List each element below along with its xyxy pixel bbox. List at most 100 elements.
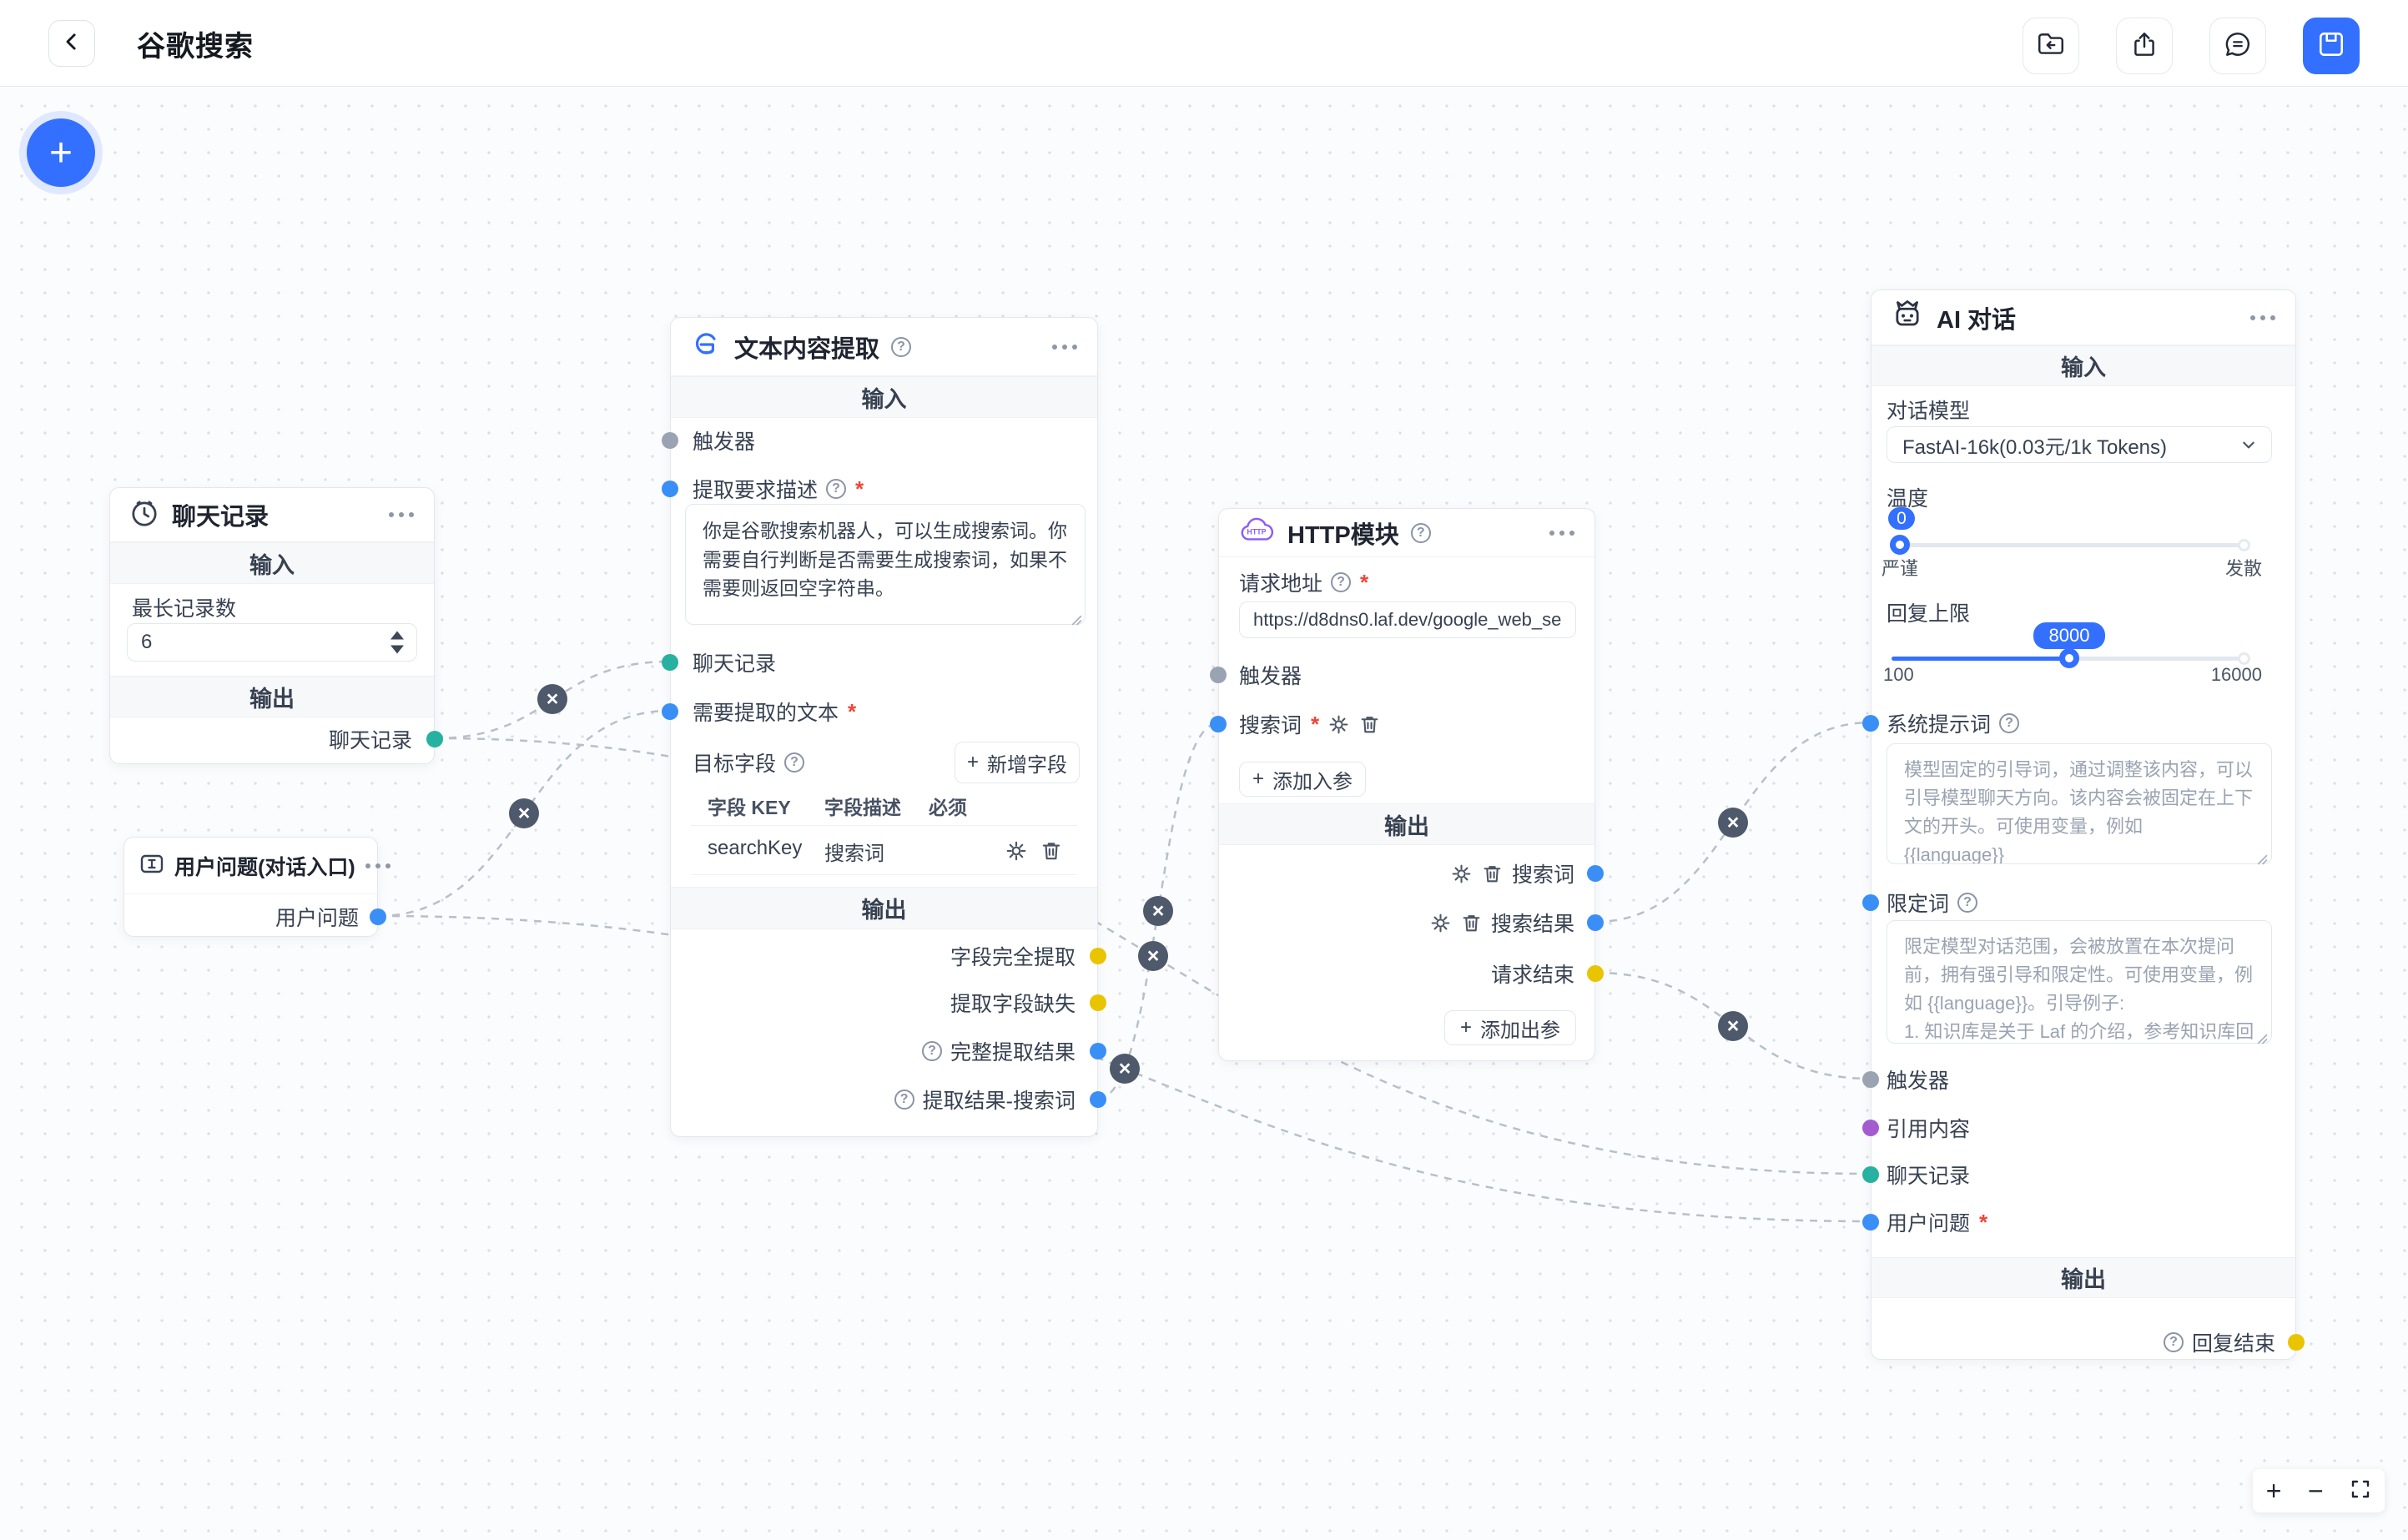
node-header[interactable]: AI 对话 [1871,290,2295,345]
node-header[interactable]: 用户问题(对话入口) [124,838,390,894]
output-port-search-result[interactable] [1587,914,1604,931]
feedback-button[interactable] [2209,18,2266,74]
node-text-extract[interactable]: 文本内容提取 ? 输入 触发器 提取要求描述 ? * 你是谷歌搜索机器人，可以生… [662,317,1106,1137]
export-button[interactable] [2116,18,2173,74]
help-icon[interactable]: ? [894,1090,914,1110]
node-header[interactable]: 文本内容提取 ? [671,318,1097,376]
input-port-chat-history[interactable] [662,654,678,671]
help-icon[interactable]: ? [921,1041,942,1061]
delete-edge-button[interactable]: × [537,684,567,714]
add-output-param-button[interactable]: + 添加出参 [1444,1010,1576,1045]
trash-icon[interactable] [1358,713,1381,736]
more-icon[interactable] [364,858,392,873]
help-icon[interactable]: ? [1410,522,1431,543]
output-port-chat-history[interactable] [426,731,443,747]
max-records-input[interactable] [127,623,417,662]
col-desc: 字段描述 [824,797,901,818]
node-header[interactable]: HTTP HTTP模块 ? [1219,509,1594,557]
resize-handle-icon[interactable] [2255,1032,2268,1355]
edge-http-end-to-ai-trigger[interactable] [1594,971,1871,1080]
output-port-fields-missing[interactable] [1090,994,1106,1011]
more-icon[interactable] [2249,310,2277,325]
input-port-user-question[interactable] [1862,1214,1879,1230]
resize-handle-icon[interactable] [1070,613,1093,1132]
help-icon[interactable]: ? [1957,893,1978,913]
number-stepper[interactable] [390,631,404,654]
add-module-button[interactable]: + [27,118,95,187]
gear-icon[interactable] [1450,863,1473,885]
field-key: searchKey [708,837,803,859]
trash-icon[interactable] [1460,912,1483,934]
more-icon[interactable] [1050,340,1079,355]
node-chat-history[interactable]: 聊天记录 输入 最长记录数 输出 聊天记录 [109,487,443,764]
system-prompt-textarea[interactable]: 模型固定的引导词，通过调整该内容，可以引导模型聊天方向。该内容会被固定在上下文的… [1887,743,2272,864]
node-title: 聊天记录 [172,504,270,531]
output-port-search-key[interactable] [1090,1091,1106,1108]
delete-edge-button[interactable]: × [1138,941,1168,971]
save-button[interactable] [2303,18,2360,74]
delete-edge-button[interactable]: × [1110,1054,1140,1084]
output-port-answer-end[interactable] [2288,1334,2305,1351]
output-port-search-key[interactable] [1587,865,1604,882]
input-port-search-key[interactable] [1210,716,1227,732]
more-icon[interactable] [387,507,416,522]
help-icon[interactable]: ? [2163,1332,2184,1352]
slider-end [2238,539,2250,551]
input-port-limit-prompt[interactable] [1862,894,1879,911]
help-icon[interactable]: ? [1331,572,1352,592]
node-ai-chat[interactable]: AI 对话 输入 对话模型 FastAI-16k(0.03元/1k Tokens… [1862,289,2305,1360]
slider-thumb[interactable] [1890,535,1910,555]
node-user-question[interactable]: 用户问题(对话入口) 用户问题 [123,837,390,937]
user-question-label: 用户问题 [1887,1212,1971,1236]
extract-desc-textarea[interactable]: 你是谷歌搜索机器人，可以生成搜索词。你需要自行判断是否需要生成搜索词，如果不需要… [685,504,1086,625]
trash-icon[interactable] [1040,839,1063,863]
fullscreen-icon[interactable] [2350,1477,2371,1504]
help-icon[interactable]: ? [784,752,805,773]
model-select[interactable]: FastAI-16k(0.03元/1k Tokens) [1887,426,2272,463]
output-port-request-end[interactable] [1587,965,1604,982]
input-port-trigger[interactable] [1862,1071,1879,1088]
output-port-fields-complete[interactable] [1090,948,1106,964]
output-port-user-question[interactable] [370,908,386,925]
node-http[interactable]: HTTP HTTP模块 ? 请求地址 ? * 触发器 搜索词 * + 添加入参 … [1210,508,1604,1061]
section-header-input: 输入 [1871,345,2295,386]
gear-icon[interactable] [1005,839,1028,863]
edge-http-result-to-ai-systemprompt[interactable] [1594,721,1871,923]
help-icon[interactable]: ? [891,336,912,357]
node-header[interactable]: 聊天记录 [110,488,434,542]
help-icon[interactable]: ? [826,479,847,499]
input-port-quote[interactable] [1862,1120,1879,1136]
zoom-out-button[interactable]: − [2307,1476,2324,1506]
delete-edge-button[interactable]: × [1718,808,1748,838]
trash-icon[interactable] [1481,863,1504,885]
help-icon[interactable]: ? [1999,713,2020,733]
input-port-trigger[interactable] [662,432,678,449]
open-folder-button[interactable] [2023,18,2079,74]
more-icon[interactable] [1548,526,1576,541]
url-input[interactable] [1239,601,1576,638]
delete-edge-button[interactable]: × [1143,896,1173,926]
target-fields-row: 目标字段 ? [693,747,1076,778]
back-button[interactable] [48,20,95,67]
input-port-chat-history[interactable] [1862,1166,1879,1183]
limit-prompt-textarea[interactable]: 限定模型对话范围，会被放置在本次提问前，拥有强引导和限定性。可使用变量，例如 {… [1887,920,2272,1044]
delete-edge-button[interactable]: × [509,798,539,828]
max-tokens-slider[interactable] [1892,648,2250,668]
add-field-button[interactable]: + 新增字段 [955,742,1080,783]
output-port-full-result[interactable] [1090,1043,1106,1059]
input-port-system-prompt[interactable] [1862,715,1879,732]
temperature-slider[interactable] [1890,535,2250,555]
add-input-param-button[interactable]: + 添加入参 [1239,762,1366,797]
input-port-trigger[interactable] [1210,667,1227,683]
zoom-in-button[interactable]: + [2265,1476,2282,1506]
gear-icon[interactable] [1429,912,1452,934]
input-port-text-to-extract[interactable] [662,703,678,720]
output-port-label: 完整提取结果 [950,1041,1076,1064]
add-field-label: 新增字段 [987,753,1067,777]
max-tokens-range-labels: 100 16000 [1883,664,2262,686]
resize-handle-icon[interactable] [2255,853,2268,1355]
input-port-extract-desc[interactable] [662,481,678,497]
gear-icon[interactable] [1327,713,1350,736]
delete-edge-button[interactable]: × [1718,1011,1748,1041]
slider-thumb[interactable] [2059,648,2079,668]
